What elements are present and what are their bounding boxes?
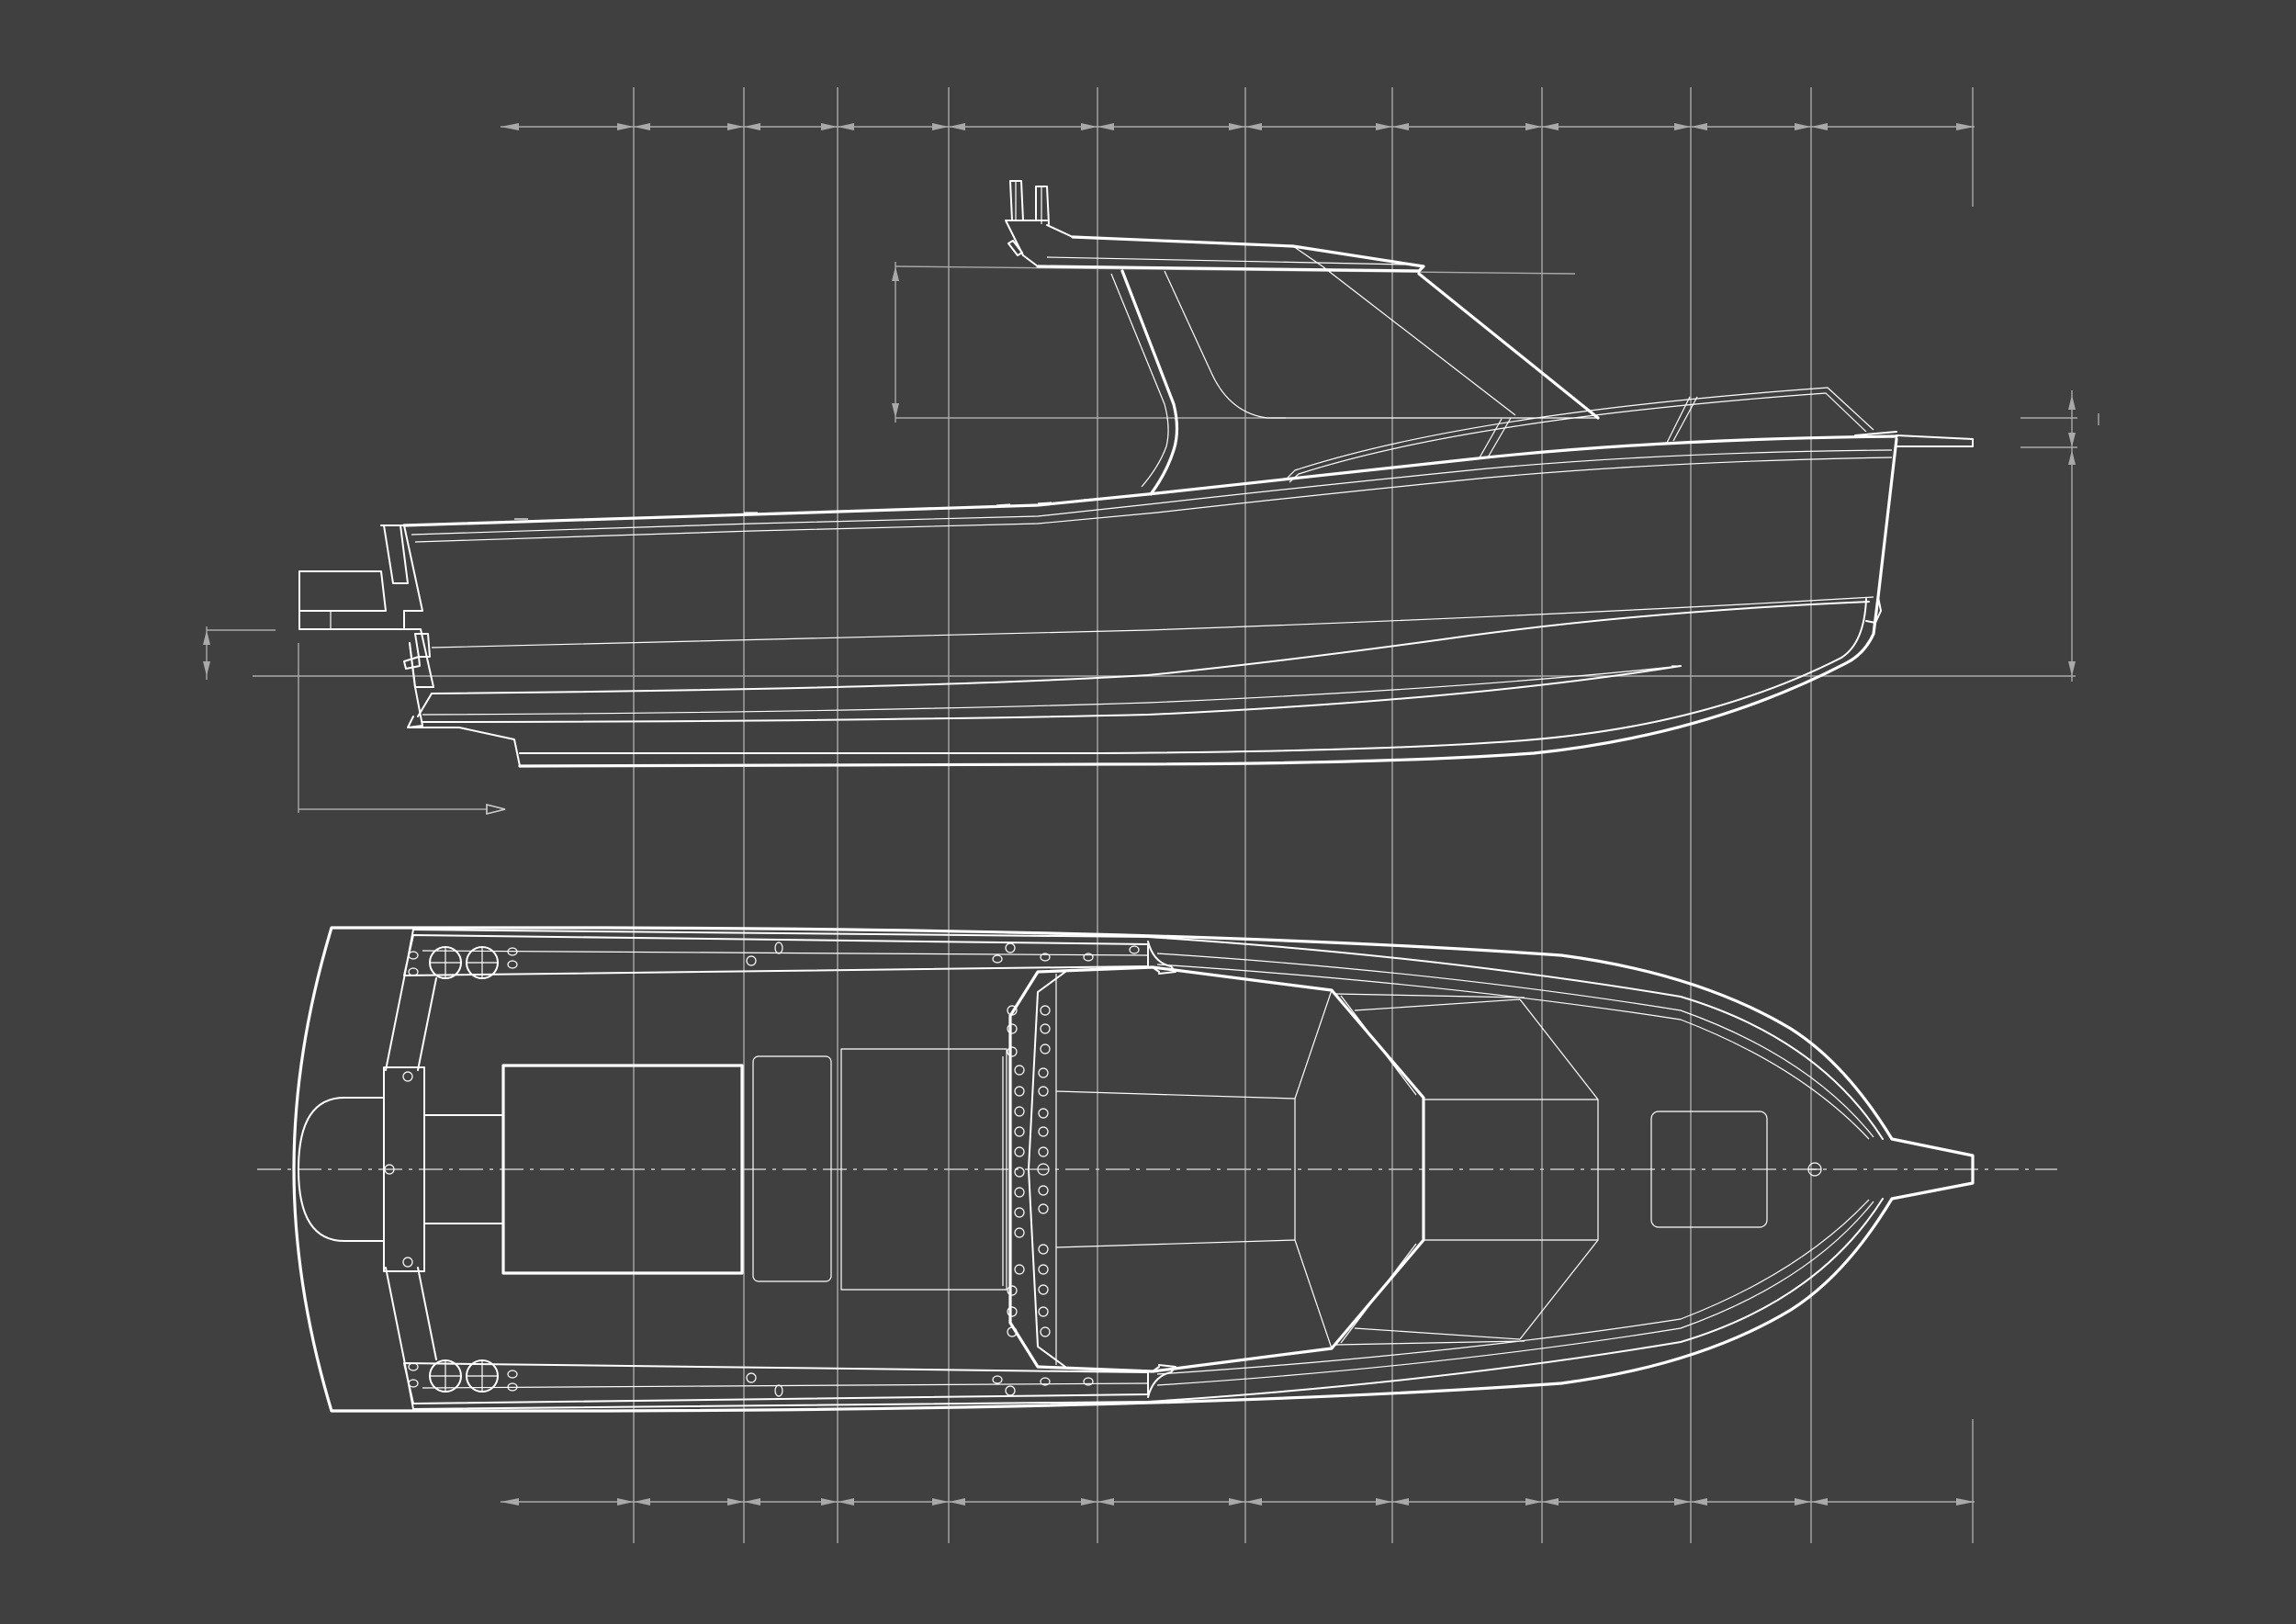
cockpit-locker [752, 1055, 832, 1282]
cabin-rear-post [1120, 269, 1179, 496]
hardtop-roof [1036, 235, 1425, 273]
starboard-side-deck [403, 1362, 1149, 1404]
sheer-line [402, 434, 1898, 527]
hull-bottom-keel [518, 437, 1898, 768]
windshield-frame [1417, 272, 1600, 420]
antenna-mast [1009, 180, 1024, 221]
transom-upper [380, 524, 423, 612]
station-grid [633, 87, 1974, 1543]
side-view-dimensions [203, 262, 2099, 816]
port-side-deck [403, 934, 1149, 976]
starboard-deck-fittings [408, 1359, 1094, 1397]
cockpit-sole-hatch [840, 1048, 1007, 1291]
chine-strake [431, 601, 1870, 694]
bow-pulpit [1896, 434, 1974, 447]
outboard-well [298, 1097, 385, 1242]
top-dimension-chain [501, 123, 1975, 130]
chine-upper [431, 596, 1874, 648]
bottom-dimension-chain [501, 1498, 1975, 1506]
side-profile-view [298, 180, 1974, 768]
foredeck-windshield [1424, 1099, 1599, 1241]
forward-hatch [1650, 1111, 1768, 1228]
swim-platform [298, 570, 387, 612]
top-plan-view [257, 926, 2057, 1413]
cabin-fasteners [1002, 1005, 1051, 1337]
port-deck-fittings [408, 942, 1140, 979]
engine-hatch [501, 1064, 744, 1275]
hull-outline [292, 926, 1975, 1413]
